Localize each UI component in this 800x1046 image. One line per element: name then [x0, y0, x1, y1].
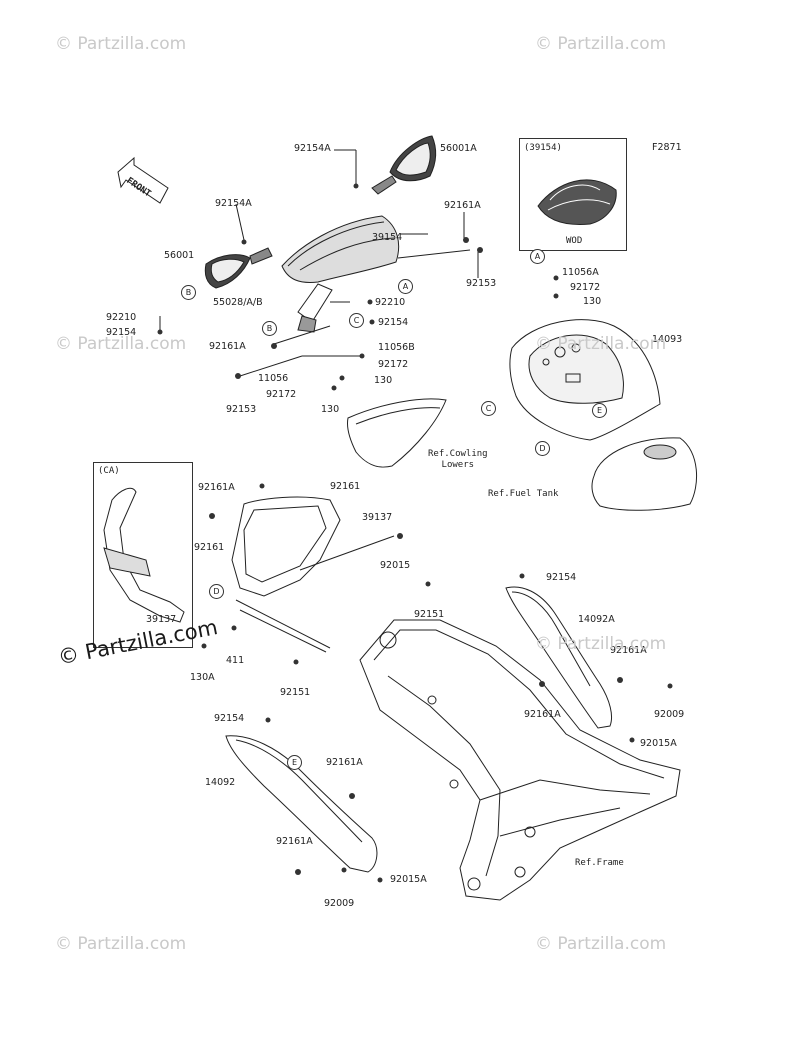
watermark: © Partzilla.com	[55, 334, 187, 354]
part-label: 14093	[652, 334, 683, 345]
part-label: 92161A	[276, 836, 313, 847]
watermark: © Partzilla.com	[535, 334, 667, 354]
part-label: 11056B	[378, 342, 415, 353]
part-label: 130A	[190, 672, 215, 683]
callout-d-2: D	[209, 584, 224, 599]
fastener-dots	[157, 183, 673, 883]
callout-b-2: B	[262, 321, 277, 336]
stay-bracket-icon	[297, 283, 333, 333]
wod-windshield-icon	[537, 179, 617, 225]
part-label: 92161A	[444, 200, 481, 211]
callout-d-1: D	[535, 441, 550, 456]
part-label: 11056A	[562, 267, 599, 278]
part-label: 411	[226, 655, 245, 666]
figure-code: F2871	[652, 142, 682, 153]
part-label: 92015	[380, 560, 411, 571]
callout-a-1: A	[398, 279, 413, 294]
part-label: 39137	[362, 512, 393, 523]
watermark: © Partzilla.com	[535, 34, 667, 54]
part-label: 56001	[164, 250, 195, 261]
ca-bracket-icon	[103, 487, 185, 623]
inset-ca-box	[93, 462, 193, 648]
part-label: 92015A	[640, 738, 677, 749]
main-frame-icon	[359, 619, 681, 901]
part-label: 92161A	[198, 482, 235, 493]
inset-wod-box	[519, 138, 627, 251]
part-label: 92161A	[610, 645, 647, 656]
callout-c-1: C	[349, 313, 364, 328]
part-label: 130	[583, 296, 602, 307]
part-label: 92161A	[524, 709, 561, 720]
part-label: 92210	[106, 312, 137, 323]
part-label: 92154	[106, 327, 137, 338]
part-label: 14092	[205, 777, 236, 788]
callout-e-1: E	[592, 403, 607, 418]
part-label: 92154	[378, 317, 409, 328]
inset-ca-part: 39137	[146, 614, 177, 625]
part-label: 56001A	[440, 143, 477, 154]
part-label: 92153	[466, 278, 497, 289]
ref-fuel-tank: Ref.Fuel Tank	[488, 489, 559, 499]
part-label: 130	[374, 375, 393, 386]
part-label: 92009	[654, 709, 685, 720]
part-label: 130	[321, 404, 340, 415]
inner-cowl-icon	[509, 319, 661, 441]
watermark: © Partzilla.com	[535, 934, 667, 954]
part-label: 92151	[280, 687, 311, 698]
part-label: 92161A	[326, 757, 363, 768]
mirror-left-icon	[204, 247, 273, 289]
ref-frame: Ref.Frame	[575, 858, 624, 868]
fuel-tank-icon	[591, 437, 698, 511]
inset-wod-footer: WOD	[566, 236, 583, 246]
part-label: 92172	[378, 359, 409, 370]
callout-a-2: A	[530, 249, 545, 264]
front-arrow-icon	[117, 156, 169, 204]
part-label: 92172	[266, 389, 297, 400]
part-label: 92154A	[294, 143, 331, 154]
ref-cowling-lowers: Ref.Cowling Lowers	[428, 449, 488, 470]
part-label: 11056	[258, 373, 289, 384]
sub-frame-bracket-icon	[231, 496, 395, 653]
callout-e-2: E	[287, 755, 302, 770]
windshield-icon	[281, 215, 400, 283]
part-label: 92015A	[390, 874, 427, 885]
part-label: 92154A	[215, 198, 252, 209]
part-label: 92009	[324, 898, 355, 909]
part-label: 14092A	[578, 614, 615, 625]
inset-wod-header: (39154)	[524, 143, 562, 153]
part-label: 92210	[375, 297, 406, 308]
part-label: 92161A	[209, 341, 246, 352]
part-label: 92154	[214, 713, 245, 724]
part-label: 92153	[226, 404, 257, 415]
side-cover-right-icon	[505, 586, 613, 729]
part-label: 92154	[546, 572, 577, 583]
part-label: 92172	[570, 282, 601, 293]
callout-b-1: B	[181, 285, 196, 300]
mirror-right-icon	[355, 135, 437, 195]
part-label: 92161	[330, 481, 361, 492]
cowling-lower-ref-icon	[347, 398, 447, 468]
part-label: 92161	[194, 542, 225, 553]
inset-ca-header: (CA)	[98, 466, 120, 476]
part-label: 92151	[414, 609, 445, 620]
watermark: © Partzilla.com	[55, 34, 187, 54]
part-label: 55028/A/B	[213, 297, 263, 308]
callout-c-2: C	[481, 401, 496, 416]
watermark: © Partzilla.com	[535, 634, 667, 654]
watermark: © Partzilla.com	[55, 934, 187, 954]
part-label: 39154	[372, 232, 403, 243]
